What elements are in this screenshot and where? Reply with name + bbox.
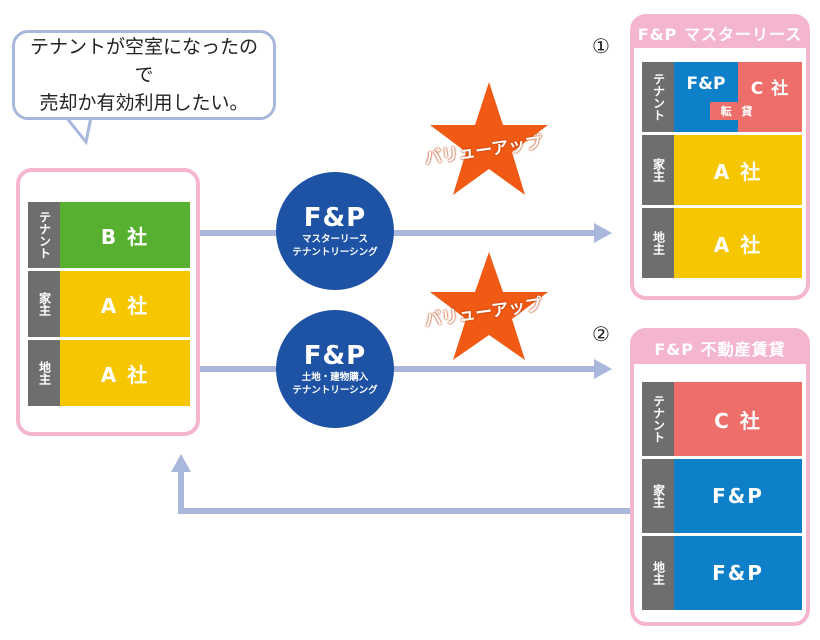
row-landowner: 地主 A 社 xyxy=(28,340,190,406)
ml-landowner-a-cell: A 社 xyxy=(674,208,802,278)
landowner-a-cell: A 社 xyxy=(60,340,190,406)
row-label-owner: 家主 xyxy=(28,271,60,337)
speech-bubble: テナントが空室になったので 売却か有効利用したい。 xyxy=(12,30,276,120)
option-2-number: ② xyxy=(592,322,610,346)
arrow-head-middle xyxy=(594,359,612,379)
circle-1-title: F&P xyxy=(303,203,367,233)
circle-2-title: F&P xyxy=(303,341,367,371)
le-row-tenant: テナント C 社 xyxy=(642,382,802,456)
row-label-tenant: テナント xyxy=(28,202,60,268)
sublease-badge: 転 貸 xyxy=(710,102,766,120)
arrow-head-top xyxy=(594,223,612,243)
option-1-number: ① xyxy=(592,34,610,58)
ml-row-label-owner: 家主 xyxy=(642,135,674,205)
leasing-panel: F&P 不動産賃貸 テナント C 社 家主 F&P 地主 F&P xyxy=(630,328,810,626)
circle-2-line-1: 土地・建物購入 xyxy=(301,372,369,383)
masterlease-title: F&P マスターリース xyxy=(634,18,806,48)
owner-a-cell: A 社 xyxy=(60,271,190,337)
le-owner-fp-cell: F&P xyxy=(674,459,802,533)
bubble-line-1: テナントが空室になったので xyxy=(29,36,258,86)
ml-fp-cell: F&P xyxy=(674,62,738,132)
fp-purchase-circle: F&P 土地・建物購入 テナントリーシング xyxy=(276,310,394,428)
ml-row-landowner: 地主 A 社 xyxy=(642,208,802,278)
fp-masterlease-circle: F&P マスターリース テナントリーシング xyxy=(276,172,394,290)
row-owner: 家主 A 社 xyxy=(28,271,190,337)
circle-2-line-2: テナントリーシング xyxy=(292,385,378,396)
le-landowner-fp-cell: F&P xyxy=(674,536,802,610)
le-row-landowner: 地主 F&P xyxy=(642,536,802,610)
star-shape-1 xyxy=(430,82,548,195)
current-state-panel: テナント B 社 家主 A 社 地主 A 社 xyxy=(16,168,200,436)
le-row-label-owner: 家主 xyxy=(642,459,674,533)
circle-1-line-1: マスターリース xyxy=(301,234,369,245)
masterlease-panel: F&P マスターリース テナント F&P C 社 転 貸 家主 A 社 地主 A… xyxy=(630,14,810,300)
arrow-head-return xyxy=(171,454,191,472)
ml-row-label-tenant: テナント xyxy=(642,62,674,132)
le-row-label-landowner: 地主 xyxy=(642,536,674,610)
row-tenant: テナント B 社 xyxy=(28,202,190,268)
bubble-line-2: 売却か有効利用したい。 xyxy=(39,92,249,114)
ml-row-label-landowner: 地主 xyxy=(642,208,674,278)
tenant-b-cell: B 社 xyxy=(60,202,190,268)
arrow-line-return xyxy=(178,470,630,514)
le-tenant-c-cell: C 社 xyxy=(674,382,802,456)
ml-row-tenant: テナント F&P C 社 転 貸 xyxy=(642,62,802,132)
sublease-arrow-icon xyxy=(766,102,778,120)
leasing-title: F&P 不動産賃貸 xyxy=(634,332,806,364)
le-row-label-tenant: テナント xyxy=(642,382,674,456)
ml-owner-a-cell: A 社 xyxy=(674,135,802,205)
ml-row-owner: 家主 A 社 xyxy=(642,135,802,205)
row-label-landowner: 地主 xyxy=(28,340,60,406)
le-row-owner: 家主 F&P xyxy=(642,459,802,533)
star-shape-2 xyxy=(430,252,548,360)
ml-tenant-c-cell: C 社 xyxy=(738,62,802,132)
circle-1-line-2: テナントリーシング xyxy=(292,247,378,258)
